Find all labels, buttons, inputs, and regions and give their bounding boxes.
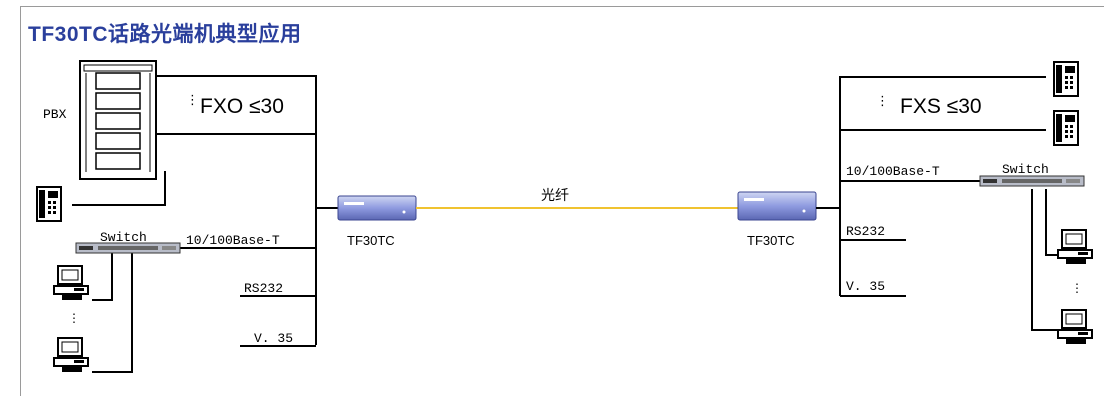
fxo-dots: ⋮ [186, 92, 199, 107]
ethernet-right-label: 10/100Base-T [846, 164, 940, 179]
left-pc-icon-1 [53, 265, 89, 301]
right-connections [816, 76, 1058, 331]
switch-left-icon [75, 242, 181, 254]
frame-border-left [20, 6, 21, 396]
ethernet-left-label: 10/100Base-T [186, 233, 280, 248]
pbx-label: PBX [43, 107, 67, 122]
fxs-dots: ⋮ [876, 93, 889, 108]
device-right-label: TF30TC [747, 233, 795, 248]
left-pc-icon-2 [53, 337, 89, 373]
rs232-right-label: RS232 [846, 224, 885, 239]
v35-left-label: V. 35 [254, 331, 293, 346]
fxo-label: FXO ≤30 [200, 95, 284, 118]
right-pc-icon-1 [1057, 229, 1093, 265]
left-connections [72, 75, 338, 373]
rs232-left-label: RS232 [244, 281, 283, 296]
device-left-label: TF30TC [347, 233, 395, 248]
frame-border-top [20, 6, 1104, 7]
left-pc-dots: ⋮ [68, 311, 80, 325]
pbx-cabinet [79, 60, 157, 180]
device-right [737, 191, 817, 221]
fiber-label: 光纤 [541, 187, 569, 203]
right-pc-icon-2 [1057, 309, 1093, 345]
right-phone-icon-2 [1053, 110, 1079, 146]
device-left [337, 195, 417, 221]
right-pc-dots: ⋮ [1071, 281, 1083, 295]
switch-left-label: Switch [100, 230, 147, 245]
switch-right-label: Switch [1002, 162, 1049, 177]
left-phone-icon [36, 186, 62, 222]
fxs-label: FXS ≤30 [900, 95, 982, 118]
right-phone-icon-1 [1053, 61, 1079, 97]
switch-right-icon [979, 175, 1085, 187]
diagram-title: TF30TC话路光端机典型应用 [28, 23, 302, 46]
v35-right-label: V. 35 [846, 279, 885, 294]
